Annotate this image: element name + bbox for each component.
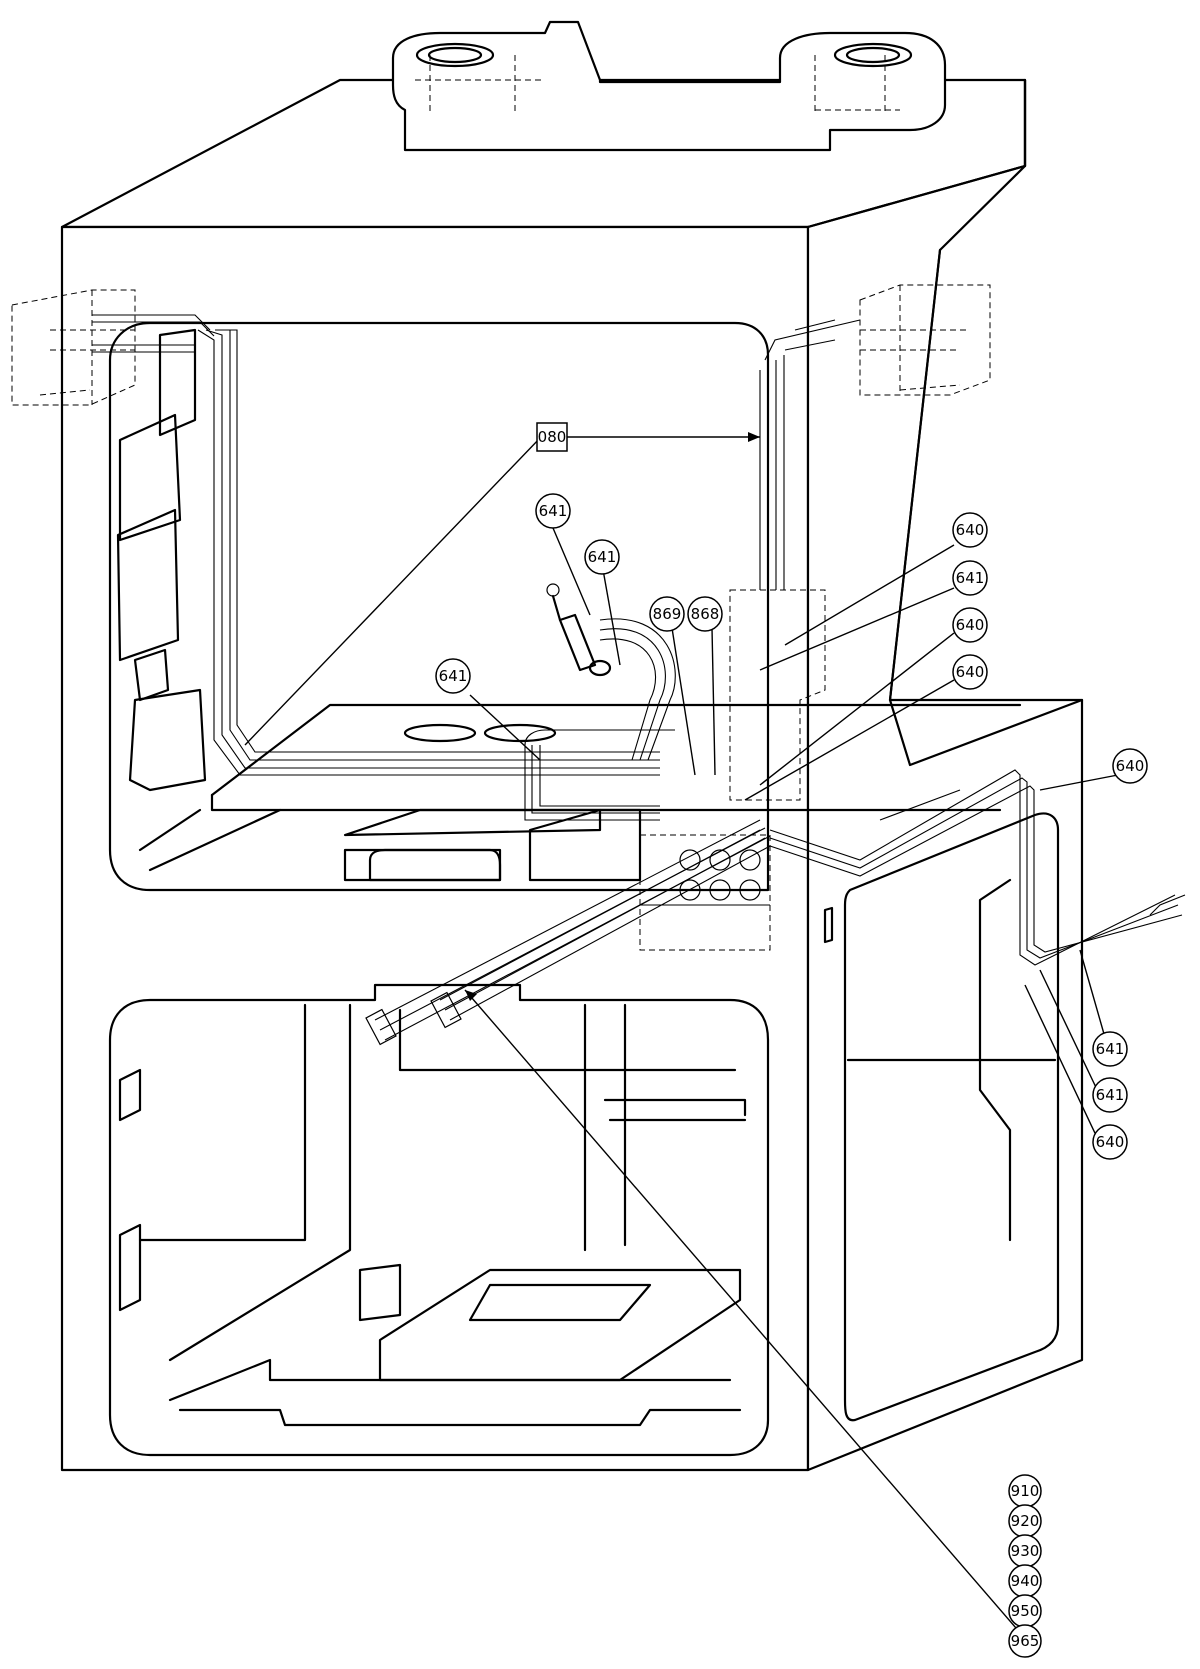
pipe-bundle-diagonal xyxy=(365,819,771,1046)
callout-640-b: 640 xyxy=(952,607,988,643)
lower-window xyxy=(108,983,770,1457)
callout-label: 641 xyxy=(1096,1086,1125,1104)
valve-block xyxy=(639,589,826,951)
callout-640-d: 640 xyxy=(1112,748,1148,784)
callout-640-e: 640 xyxy=(1092,1124,1128,1160)
callout-label: 641 xyxy=(1096,1040,1125,1058)
callout-stack-bottom-right: 910 920 930 940 950 965 xyxy=(1008,1474,1042,1658)
frame-right-face xyxy=(806,78,1084,1472)
callout-641-f: 641 xyxy=(1092,1077,1128,1113)
callout-label: 640 xyxy=(956,616,985,634)
cylinder-assembly xyxy=(546,583,612,677)
frame-front-face xyxy=(60,225,810,1472)
terminal-box-left xyxy=(11,289,136,406)
callout-label: 641 xyxy=(539,502,568,520)
callout-label: 640 xyxy=(956,663,985,681)
callout-label: 930 xyxy=(1011,1542,1040,1560)
callout-641-d: 641 xyxy=(952,560,988,596)
callout-641-a: 641 xyxy=(535,493,571,529)
leader-lines xyxy=(244,432,1124,1636)
callout-label: 920 xyxy=(1011,1512,1040,1530)
pipe-bundle-main xyxy=(92,314,861,776)
callout-641-c: 641 xyxy=(435,658,471,694)
callout-label: 641 xyxy=(439,667,468,685)
callout-640-c: 640 xyxy=(952,654,988,690)
pipe-loop-center xyxy=(524,618,676,821)
upper-window xyxy=(108,321,1022,892)
callout-label: 869 xyxy=(653,605,682,623)
terminal-box-right xyxy=(859,284,991,396)
callout-080: 080 xyxy=(536,422,568,452)
frame-body xyxy=(60,78,1084,1472)
callout-label: 080 xyxy=(538,428,567,446)
callout-868: 868 xyxy=(687,596,723,632)
callout-640-a: 640 xyxy=(952,512,988,548)
callout-label: 950 xyxy=(1011,1602,1040,1620)
callout-869: 869 xyxy=(649,596,685,632)
callout-label: 940 xyxy=(1011,1572,1040,1590)
callout-label: 640 xyxy=(956,521,985,539)
callout-label: 868 xyxy=(691,605,720,623)
callout-label: 965 xyxy=(1011,1632,1040,1650)
callout-label: 910 xyxy=(1011,1482,1040,1500)
pipe-bundle-right xyxy=(769,769,1186,966)
callout-label: 641 xyxy=(956,569,985,587)
top-bracket xyxy=(391,20,947,152)
callout-label: 640 xyxy=(1096,1133,1125,1151)
callout-label: 640 xyxy=(1116,757,1145,775)
right-side-window xyxy=(823,812,1060,1422)
callout-label: 641 xyxy=(588,548,617,566)
callout-641-b: 641 xyxy=(584,539,620,575)
callout-641-e: 641 xyxy=(1092,1031,1128,1067)
